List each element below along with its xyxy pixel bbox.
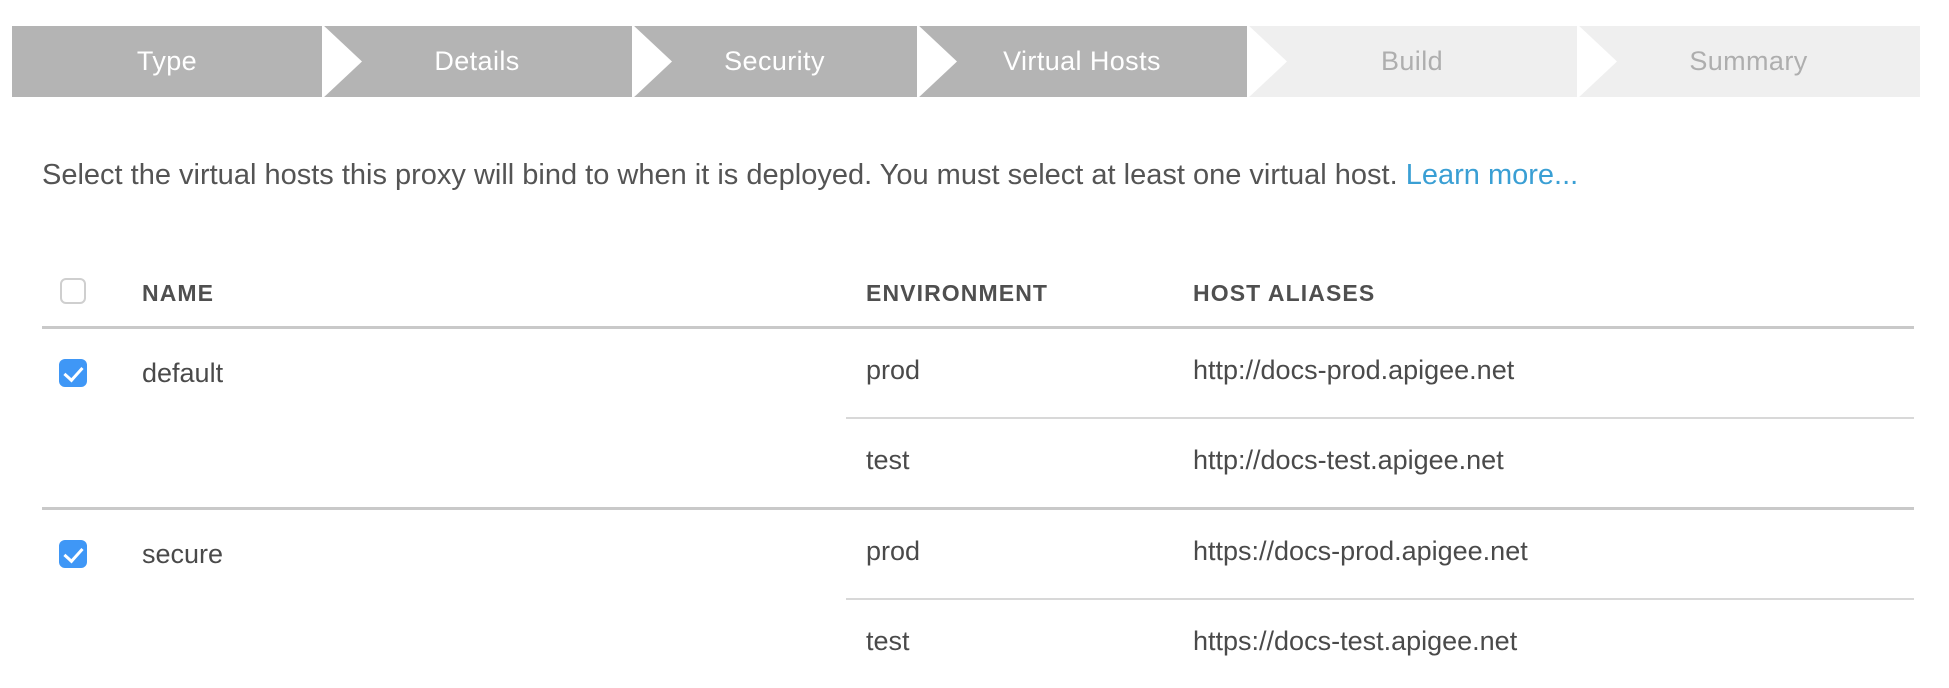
environment-value: prod [866, 536, 921, 566]
select-all-checkbox[interactable] [60, 278, 86, 304]
host-alias-value: https://docs-test.apigee.net [1193, 626, 1518, 656]
environment-value: test [866, 445, 910, 475]
table-header-row: NAME ENVIRONMENT HOST ALIASES [42, 268, 1914, 326]
subrow-divider [846, 417, 1914, 419]
wizard-step-label: Virtual Hosts [1003, 46, 1161, 76]
wizard-step-build[interactable]: Build [1247, 26, 1617, 97]
table-row[interactable]: test https://docs-test.apigee.net [42, 600, 1914, 688]
table-row[interactable]: prod http://docs-prod.apigee.net [42, 329, 1914, 417]
host-alias-value: http://docs-prod.apigee.net [1193, 355, 1515, 385]
description-text: Select the virtual hosts this proxy will… [42, 159, 1398, 191]
column-header-environment: ENVIRONMENT [866, 280, 1049, 306]
wizard-step-details[interactable]: Details [322, 26, 672, 97]
subrow-divider [846, 598, 1914, 600]
virtual-hosts-table: NAME ENVIRONMENT HOST ALIASES default pr… [42, 268, 1914, 688]
wizard-breadcrumb: Type Details Security Virtual Hosts Buil… [12, 26, 1920, 97]
virtual-host-name: default [142, 357, 224, 388]
host-alias-value: https://docs-prod.apigee.net [1193, 536, 1528, 566]
column-header-name: NAME [142, 280, 215, 306]
learn-more-link[interactable]: Learn more... [1405, 159, 1579, 191]
wizard-step-virtual-hosts[interactable]: Virtual Hosts [917, 26, 1287, 97]
wizard-step-type[interactable]: Type [12, 26, 362, 97]
wizard-step-label: Type [136, 46, 198, 76]
environment-value: prod [866, 355, 921, 385]
virtual-host-group-header: default [42, 329, 223, 417]
group-divider [42, 507, 1914, 510]
virtual-host-group-header: secure [42, 510, 223, 598]
wizard-step-security[interactable]: Security [632, 26, 957, 97]
wizard-step-summary[interactable]: Summary [1577, 26, 1920, 97]
page-description: Select the virtual hosts this proxy will… [42, 157, 1578, 193]
wizard-step-label: Build [1380, 46, 1444, 76]
wizard-step-label: Summary [1689, 46, 1808, 76]
virtual-host-group: secure prod https://docs-prod.apigee.net… [42, 510, 1914, 688]
table-header-divider [42, 326, 1914, 329]
virtual-host-name: secure [142, 538, 224, 569]
wizard-step-label: Security [724, 46, 825, 76]
wizard-step-label: Details [434, 46, 520, 76]
table-row[interactable]: test http://docs-test.apigee.net [42, 419, 1914, 507]
host-alias-value: http://docs-test.apigee.net [1193, 445, 1504, 475]
table-row[interactable]: prod https://docs-prod.apigee.net [42, 510, 1914, 598]
column-header-host-aliases: HOST ALIASES [1193, 280, 1376, 306]
virtual-host-group: default prod http://docs-prod.apigee.net… [42, 329, 1914, 507]
virtual-host-checkbox[interactable] [59, 540, 87, 568]
virtual-host-checkbox[interactable] [59, 359, 87, 387]
environment-value: test [866, 626, 910, 656]
